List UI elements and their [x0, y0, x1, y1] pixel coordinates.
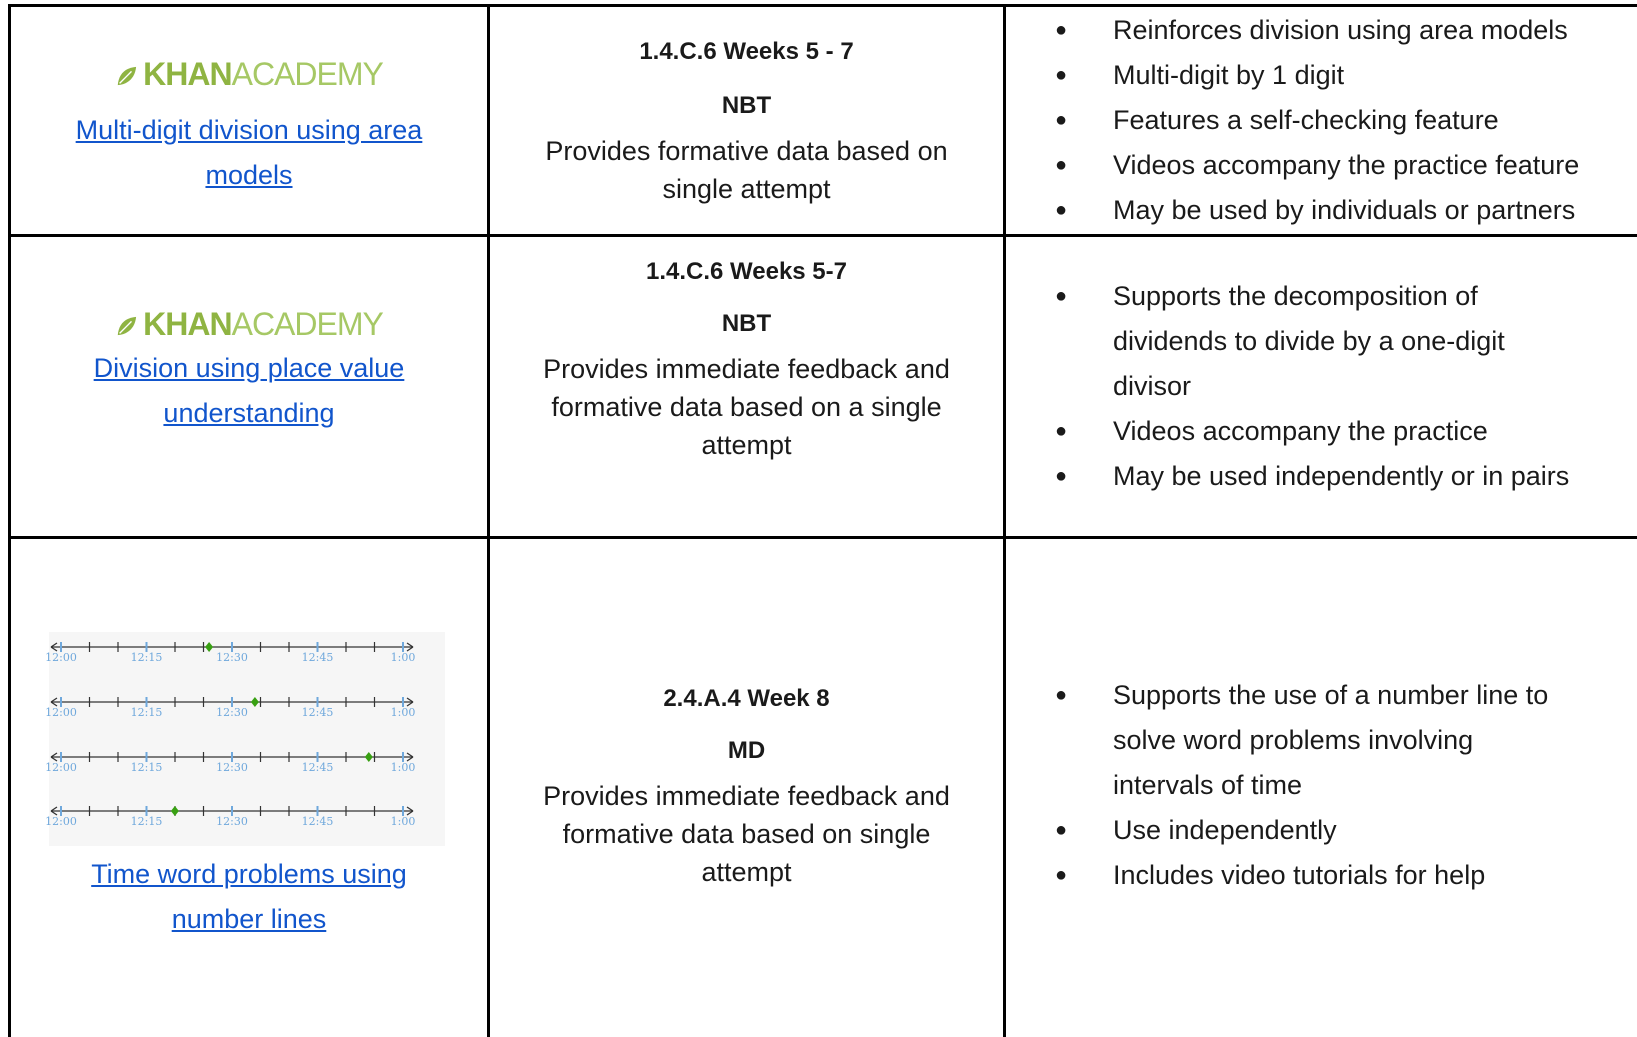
- arrow-left-icon: [50, 697, 58, 707]
- standard-code: 2.4.A.4 Week 8: [663, 685, 830, 712]
- resource-cell-3: Time word problems using number lines: [11, 852, 487, 942]
- feature-list: Supports the decomposition of dividends …: [1006, 274, 1637, 499]
- list-item: Videos accompany the practice: [1006, 409, 1637, 454]
- number-line-tick-label: 12:45: [302, 706, 334, 719]
- domain-label: MD: [727, 737, 766, 764]
- list-item: Supports the use of a number line to: [1006, 673, 1637, 718]
- list-item: Includes video tutorials for help: [1006, 853, 1637, 898]
- resource-cell-2: KHANACADEMY Division using place value u…: [11, 306, 487, 436]
- number-line-tick-label: 1:00: [391, 651, 416, 664]
- resource-cell-1: KHANACADEMY Multi-digit division using a…: [11, 56, 487, 198]
- list-item-continued: solve word problems involving: [1113, 725, 1474, 755]
- number-line-tick-label: 12:00: [45, 706, 77, 719]
- number-line-tick-label: 12:00: [45, 651, 77, 664]
- standard-cell-3: 2.4.A.4 Week 8 MD Provides immediate fee…: [490, 685, 1003, 891]
- number-line-tick-label: 12:45: [302, 815, 334, 828]
- number-line-tick-label: 12:45: [302, 651, 334, 664]
- resource-link[interactable]: Multi-digit division using area models: [75, 115, 423, 190]
- number-line-tick-label: 12:45: [302, 761, 334, 774]
- number-line-tick-label: 12:15: [131, 651, 163, 664]
- khan-academy-logo: KHANACADEMY: [11, 306, 487, 342]
- table-border-top: [8, 4, 1637, 7]
- table-border-left: [8, 4, 11, 1037]
- number-line-tick-label: 12:15: [131, 815, 163, 828]
- list-item: May be used by individuals or partners: [1006, 188, 1637, 233]
- number-line-point: [205, 642, 214, 652]
- number-line-tick-label: 12:30: [216, 761, 248, 774]
- leaf-icon: [117, 66, 137, 86]
- leaf-icon: [117, 316, 137, 336]
- resource-link[interactable]: Time word problems using number lines: [91, 859, 407, 934]
- time-number-line-image: 12:00 12:15 12:30 12:45 1:00 12:00 12:15 12:30 1…: [45, 632, 445, 846]
- resource-link[interactable]: Division using place value understanding: [93, 353, 405, 428]
- list-item-continued: dividends to divide by a one-digit: [1113, 326, 1505, 356]
- arrow-left-icon: [50, 642, 58, 652]
- number-line-tick-label: 12:15: [131, 761, 163, 774]
- row-divider-2: [8, 536, 1637, 539]
- list-item-continued: divisor: [1113, 371, 1192, 401]
- number-line-tick-label: 12:30: [216, 815, 248, 828]
- number-line-graphic: 12:00 12:15 12:30 12:45 1:00 12:00 12:15 12:30 1…: [45, 642, 416, 828]
- standard-cell-1: 1.4.C.6 Weeks 5 - 7 NBT Provides formati…: [490, 38, 1003, 208]
- features-cell-2: Supports the decomposition of dividends …: [1006, 274, 1637, 499]
- column-divider-1: [487, 4, 490, 1037]
- feature-list: Supports the use of a number line to sol…: [1006, 673, 1637, 898]
- arrow-right-icon: [406, 642, 414, 652]
- number-line-tick-label: 12:00: [45, 761, 77, 774]
- domain-label: NBT: [721, 92, 772, 119]
- standard-cell-2: 1.4.C.6 Weeks 5-7 NBT Provides immediate…: [490, 258, 1003, 464]
- number-line-tick-label: 12:30: [216, 706, 248, 719]
- number-line-tick-label: 12:15: [131, 706, 163, 719]
- row-divider-1: [8, 234, 1637, 237]
- number-line-tick-label: 1:00: [391, 815, 416, 828]
- arrow-left-icon: [50, 752, 58, 762]
- list-item: Multi-digit by 1 digit: [1006, 53, 1637, 98]
- number-line-point: [170, 806, 179, 816]
- features-cell-1: Reinforces division using area models Mu…: [1006, 8, 1637, 233]
- list-item: Use independently: [1006, 808, 1637, 853]
- domain-label: NBT: [721, 310, 772, 337]
- list-item: May be used independently or in pairs: [1006, 454, 1637, 499]
- number-line-point: [364, 752, 373, 762]
- arrow-right-icon: [406, 697, 414, 707]
- number-line-tick-label: 1:00: [391, 761, 416, 774]
- list-item: Supports the decomposition of: [1006, 274, 1637, 319]
- khan-academy-logo: KHANACADEMY: [11, 56, 487, 92]
- features-cell-3: Supports the use of a number line to sol…: [1006, 673, 1637, 898]
- number-line-point: [250, 697, 259, 707]
- number-line-tick-label: 12:30: [216, 651, 248, 664]
- arrow-left-icon: [50, 806, 58, 816]
- number-line-tick-label: 1:00: [391, 706, 416, 719]
- list-item: Reinforces division using area models: [1006, 8, 1637, 53]
- list-item-continued: intervals of time: [1113, 770, 1303, 800]
- standard-code: 1.4.C.6 Weeks 5-7: [645, 258, 847, 285]
- feature-list: Reinforces division using area models Mu…: [1006, 8, 1637, 233]
- list-item: Features a self-checking feature: [1006, 98, 1637, 143]
- column-divider-2: [1003, 4, 1006, 1037]
- list-item: Videos accompany the practice feature: [1006, 143, 1637, 188]
- number-line-tick-label: 12:00: [45, 815, 77, 828]
- arrow-right-icon: [406, 752, 414, 762]
- arrow-right-icon: [406, 806, 414, 816]
- standard-code: 1.4.C.6 Weeks 5 - 7: [639, 38, 854, 65]
